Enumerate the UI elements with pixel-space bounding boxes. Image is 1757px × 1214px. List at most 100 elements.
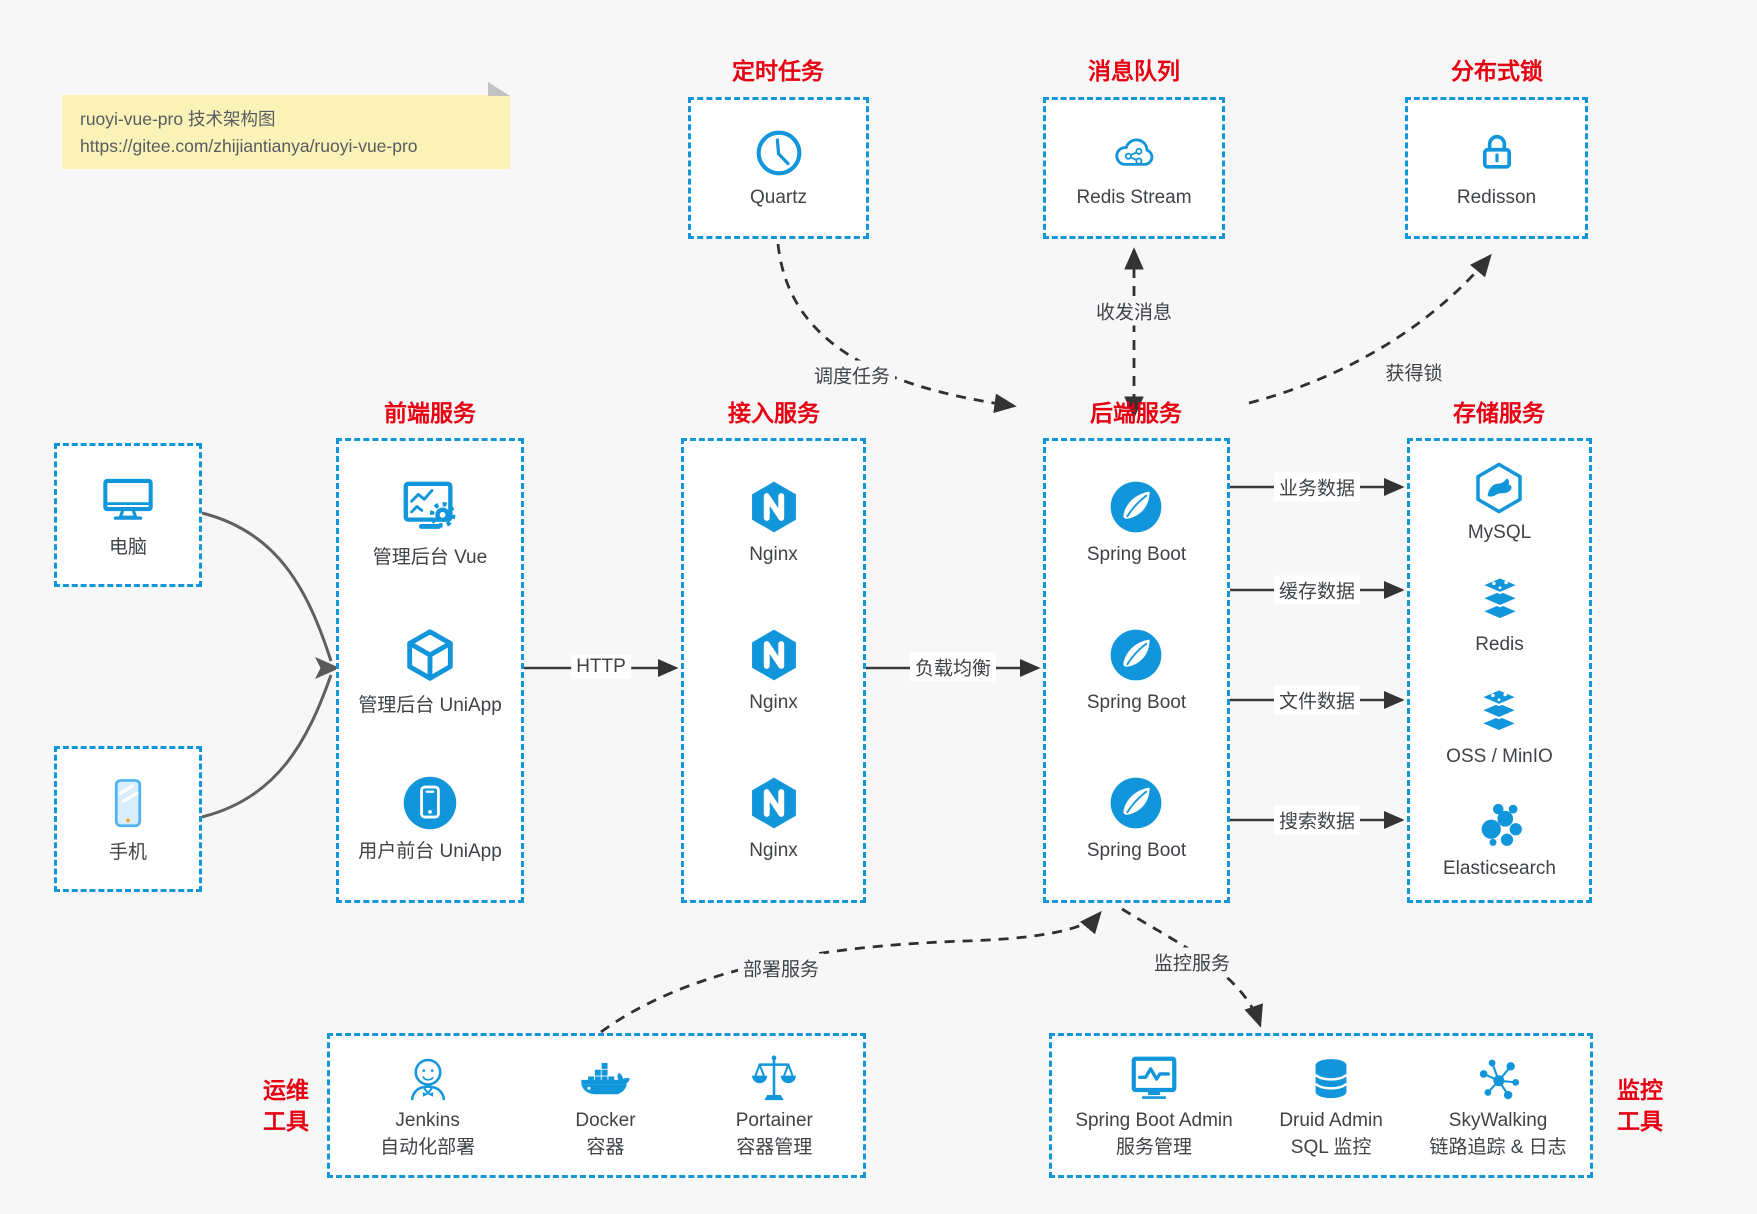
edge-acquire-lock bbox=[1248, 253, 1492, 405]
edge-mobile-to-frontend bbox=[201, 674, 333, 819]
lock-icon bbox=[1482, 134, 1511, 169]
edge-pc-to-frontend bbox=[201, 511, 333, 662]
monitor-item-desc: 链路追踪 & 日志 bbox=[1429, 1136, 1567, 1158]
desktop-icon bbox=[103, 478, 153, 520]
mysql-icon bbox=[1476, 463, 1523, 514]
edge-label-business-data: 业务数据 bbox=[1273, 472, 1361, 502]
edge-label-http: HTTP bbox=[571, 655, 631, 679]
redisson-box: Redisson bbox=[1405, 97, 1588, 239]
storage-box: MySQL Redis bbox=[1407, 438, 1592, 903]
ops-item-desc: 容器管理 bbox=[736, 1136, 813, 1158]
storage-item-elasticsearch: Elasticsearch bbox=[1443, 796, 1556, 881]
admin-vue-icon bbox=[403, 481, 456, 529]
heading-backend: 后端服务 bbox=[1090, 400, 1182, 426]
frontend-item-label: 管理后台 UniApp bbox=[358, 695, 502, 717]
heading-storage: 存储服务 bbox=[1453, 400, 1545, 426]
redis-stream-item: Redis Stream bbox=[1076, 127, 1192, 210]
storage-item-label: Redis bbox=[1475, 634, 1524, 656]
quartz-item: Quartz bbox=[750, 127, 807, 210]
note-title: ruoyi-vue-pro 技术架构图 bbox=[80, 109, 276, 129]
edge-label-monitor-service: 监控服务 bbox=[1148, 947, 1236, 977]
backend-item-label: Spring Boot bbox=[1086, 692, 1187, 714]
gateway-item-label: Nginx bbox=[749, 839, 798, 861]
ops-item-desc: 自动化部署 bbox=[380, 1136, 476, 1158]
heading-gateway: 接入服务 bbox=[728, 400, 820, 426]
redisson-label: Redisson bbox=[1456, 186, 1537, 208]
monitor-item-desc: 服务管理 bbox=[1115, 1136, 1192, 1158]
quartz-box: Quartz bbox=[688, 97, 869, 239]
storage-item-redis: Redis bbox=[1472, 572, 1528, 657]
monitor-item-druid: Druid Admin SQL 监控 bbox=[1279, 1052, 1383, 1160]
mobile-icon bbox=[114, 778, 142, 827]
monitor-item-name: Druid Admin bbox=[1279, 1109, 1383, 1131]
heading-distributed-lock: 分布式锁 bbox=[1451, 58, 1543, 84]
monitor-item-sba: Spring Boot Admin 服务管理 bbox=[1075, 1052, 1233, 1160]
monitor-item-name: Spring Boot Admin bbox=[1075, 1109, 1233, 1131]
edge-label-load-balance: 负载均衡 bbox=[909, 652, 997, 682]
backend-item-spring-2: Spring Boot bbox=[1087, 626, 1186, 715]
pc-box: 电脑 bbox=[54, 443, 202, 587]
monitor-tools-box: Spring Boot Admin 服务管理 Druid Admin SQL 监… bbox=[1049, 1033, 1593, 1178]
ops-item-desc: 容器 bbox=[586, 1136, 625, 1158]
edge-label-schedule-task: 调度任务 bbox=[808, 360, 896, 390]
frontend-item-label: 管理后台 Vue bbox=[372, 546, 488, 568]
druid-icon bbox=[1314, 1058, 1348, 1098]
heading-frontend: 前端服务 bbox=[384, 400, 476, 426]
frontend-item-user-uniapp: 用户前台 UniApp bbox=[358, 773, 502, 864]
user-app-icon bbox=[403, 777, 457, 830]
frontend-item-admin-vue: 管理后台 Vue bbox=[373, 477, 487, 570]
cloud-stream-icon bbox=[1115, 138, 1154, 166]
frontend-box: 管理后台 Vue 管理后台 UniApp 用户前台 UniApp bbox=[336, 438, 524, 903]
storage-item-label: Elasticsearch bbox=[1443, 857, 1556, 879]
sticky-note: ruoyi-vue-pro 技术架构图 https://gitee.com/zh… bbox=[62, 82, 510, 169]
backend-item-spring-1: Spring Boot bbox=[1087, 478, 1186, 567]
pc-item: 电脑 bbox=[97, 471, 159, 560]
edge-label-search-data: 搜索数据 bbox=[1273, 805, 1361, 835]
nginx-icon bbox=[751, 629, 796, 681]
gateway-item-label: Nginx bbox=[749, 544, 798, 566]
mobile-box: 手机 bbox=[54, 746, 202, 892]
gateway-item-label: Nginx bbox=[749, 692, 798, 714]
mobile-item: 手机 bbox=[99, 774, 157, 865]
redis-stream-label: Redis Stream bbox=[1076, 186, 1192, 208]
storage-item-mysql: MySQL bbox=[1468, 460, 1531, 545]
edge-label-send-receive-message: 收发消息 bbox=[1090, 296, 1178, 326]
edge-label-deploy-service: 部署服务 bbox=[737, 953, 825, 983]
jenkins-icon bbox=[410, 1058, 445, 1100]
redis-stream-box: Redis Stream bbox=[1043, 97, 1225, 239]
frontend-item-admin-uniapp: 管理后台 UniApp bbox=[358, 625, 502, 718]
skywalking-icon bbox=[1479, 1059, 1520, 1099]
portainer-icon bbox=[752, 1055, 797, 1100]
spring-boot-icon bbox=[1111, 629, 1162, 681]
gateway-item-nginx-2: Nginx bbox=[745, 626, 803, 715]
edge-label-file-data: 文件数据 bbox=[1273, 685, 1361, 715]
gateway-box: Nginx Nginx Nginx bbox=[681, 438, 866, 903]
ops-item-docker: Docker 容器 bbox=[575, 1052, 636, 1160]
client-arrowhead bbox=[315, 657, 340, 679]
storage-item-oss-minio: OSS / MinIO bbox=[1446, 684, 1553, 769]
gateway-item-nginx-1: Nginx bbox=[745, 478, 803, 567]
spring-boot-icon bbox=[1111, 777, 1162, 829]
ops-item-jenkins: Jenkins 自动化部署 bbox=[380, 1052, 475, 1160]
monitor-tools-title: 监控 工具 bbox=[1617, 1077, 1663, 1135]
clock-icon bbox=[756, 130, 801, 175]
uniapp-cube-icon bbox=[407, 629, 453, 681]
backend-item-spring-3: Spring Boot bbox=[1087, 774, 1186, 863]
sticky-note-fold bbox=[488, 82, 510, 96]
edge-label-cache-data: 缓存数据 bbox=[1273, 575, 1361, 605]
ops-item-portainer: Portainer 容器管理 bbox=[736, 1052, 813, 1160]
monitor-item-name: SkyWalking bbox=[1448, 1109, 1548, 1131]
spring-boot-admin-icon bbox=[1131, 1056, 1177, 1099]
oss-minio-icon bbox=[1480, 688, 1519, 733]
heading-message-queue: 消息队列 bbox=[1088, 58, 1180, 84]
gateway-item-nginx-3: Nginx bbox=[745, 774, 803, 863]
monitor-item-desc: SQL 监控 bbox=[1290, 1136, 1372, 1158]
mobile-label: 手机 bbox=[108, 841, 147, 863]
redisson-item: Redisson bbox=[1457, 127, 1536, 210]
heading-scheduled-job: 定时任务 bbox=[732, 58, 824, 84]
storage-item-label: OSS / MinIO bbox=[1446, 745, 1553, 767]
storage-item-label: MySQL bbox=[1467, 522, 1532, 544]
monitor-item-skywalking: SkyWalking 链路追踪 & 日志 bbox=[1429, 1052, 1567, 1160]
ops-item-name: Jenkins bbox=[395, 1109, 460, 1131]
note-url: https://gitee.com/zhijiantianya/ruoyi-vu… bbox=[80, 136, 418, 157]
